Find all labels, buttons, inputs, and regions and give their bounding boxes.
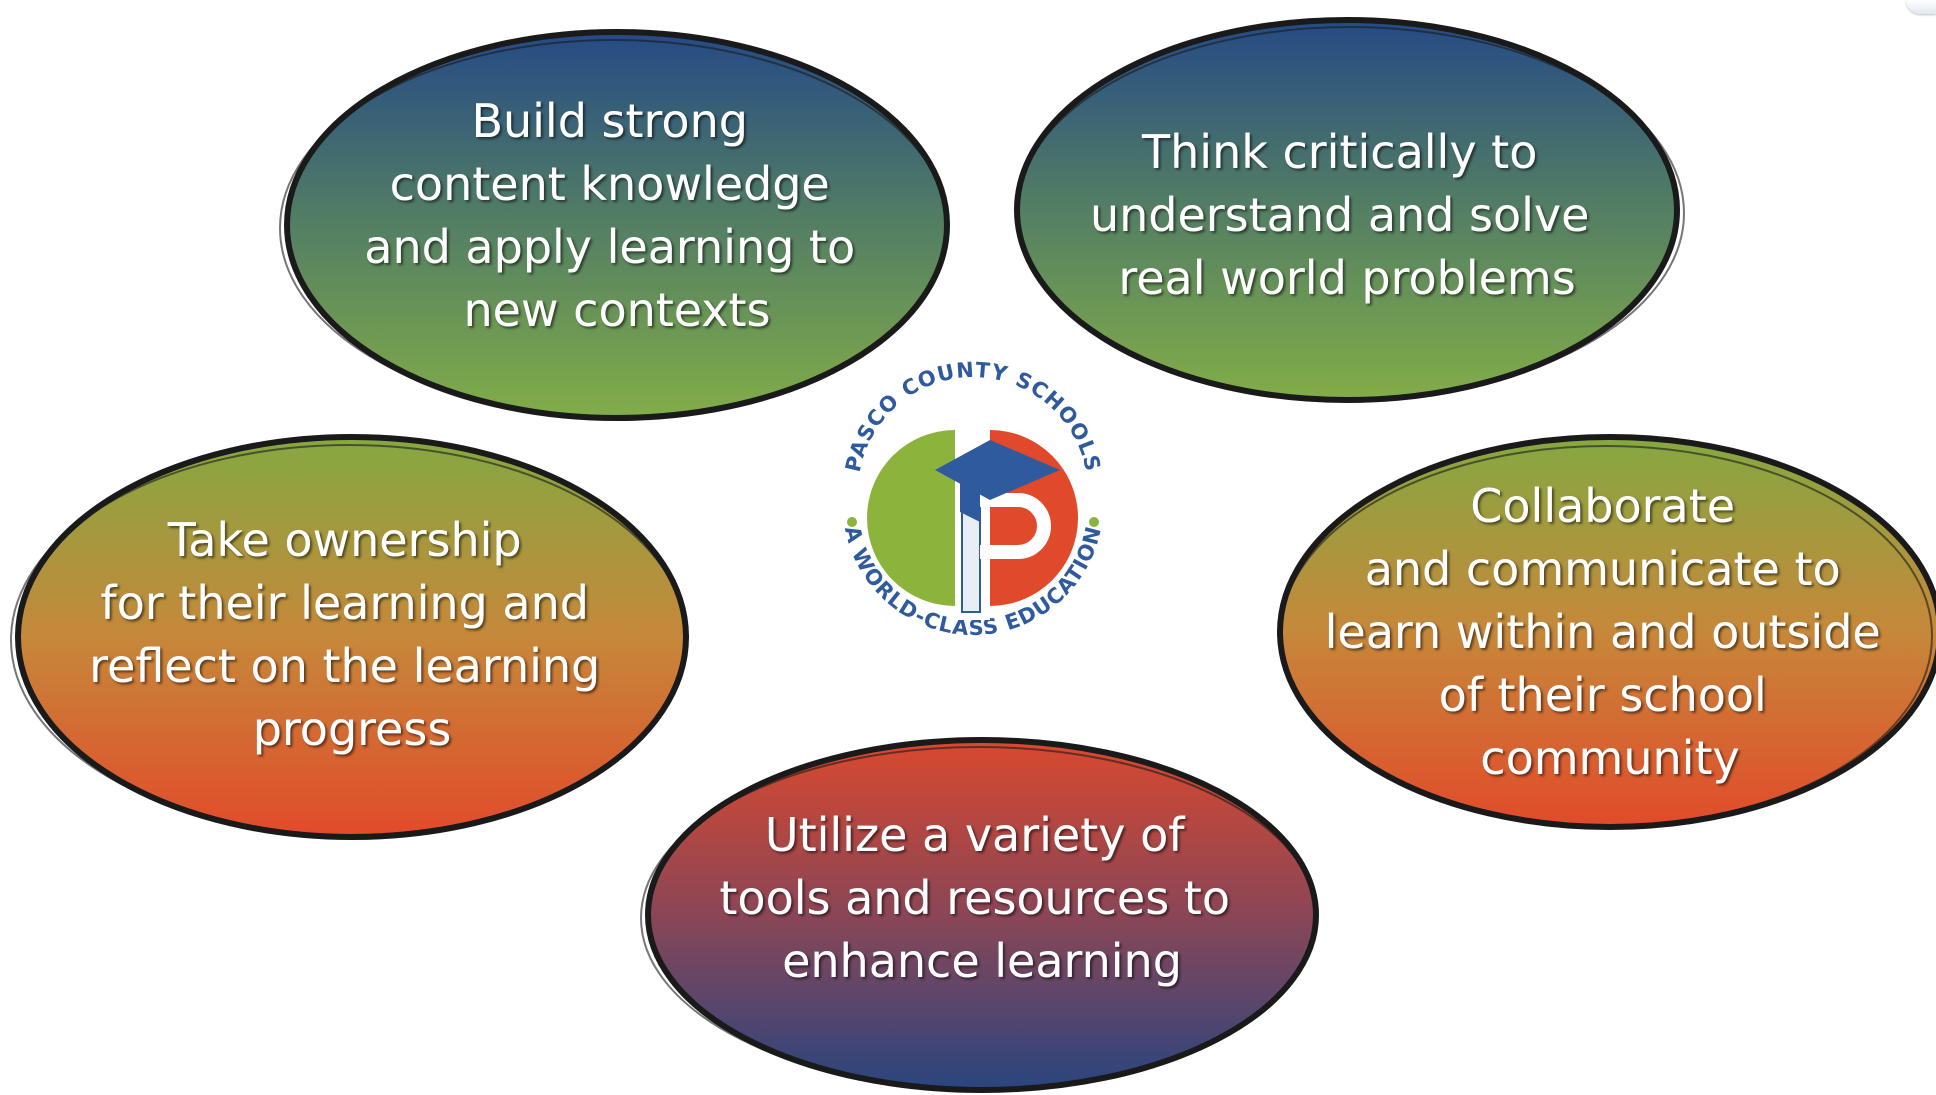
oval-collaborate: Collaborate and communicate to learn wit… — [1277, 434, 1936, 830]
logo-cap-side — [960, 482, 980, 522]
text-line: Take ownership — [167, 513, 522, 567]
text-line: and communicate to — [1365, 542, 1841, 596]
text-line: learn within and outside — [1325, 605, 1881, 659]
oval-utilize-tools: Utilize a variety of tools and resources… — [640, 737, 1319, 1093]
text-line: community — [1480, 731, 1739, 785]
logo-dot-right — [1089, 517, 1099, 527]
text-line: content knowledge — [390, 157, 830, 211]
text-line: new contexts — [463, 283, 770, 337]
oval-take-ownership-text: Take ownership for their learning and re… — [89, 513, 615, 756]
oval-build-knowledge-text: Build strong content knowledge and apply… — [364, 94, 869, 337]
text-line: for their learning and — [100, 576, 589, 630]
logo-green-half — [867, 430, 955, 606]
text-line: understand and solve — [1090, 188, 1589, 242]
oval-think-critically-text: Think critically to understand and solve… — [1090, 125, 1604, 305]
text-line: of their school — [1439, 668, 1767, 722]
oval-utilize-tools-text: Utilize a variety of tools and resources… — [719, 808, 1244, 988]
logo-dot-left — [847, 517, 857, 527]
logo-p-bowl — [980, 493, 1051, 559]
text-line: Collaborate — [1470, 479, 1735, 533]
text-line: enhance learning — [782, 934, 1182, 988]
text-line: Utilize a variety of — [765, 808, 1186, 862]
text-line: and apply learning to — [364, 220, 855, 274]
oval-build-knowledge: Build strong content knowledge and apply… — [279, 29, 950, 421]
text-line: Build strong — [471, 94, 748, 148]
logo-graduation-cap-icon — [935, 440, 1060, 500]
text-line: real world problems — [1118, 251, 1575, 305]
oval-collaborate-text: Collaborate and communicate to learn wit… — [1325, 479, 1896, 785]
text-line: Think critically to — [1141, 125, 1537, 179]
text-line: tools and resources to — [719, 871, 1230, 925]
text-line: reflect on the learning — [89, 639, 600, 693]
oval-think-critically: Think critically to understand and solve… — [1014, 17, 1685, 403]
text-line: progress — [253, 702, 452, 756]
pasco-county-schools-logo: PASCO COUNTY SCHOOLS A WORLD-CLASS EDUCA… — [825, 358, 1121, 663]
oval-take-ownership: Take ownership for their learning and re… — [10, 434, 689, 840]
corner-decoration — [1906, 0, 1936, 14]
